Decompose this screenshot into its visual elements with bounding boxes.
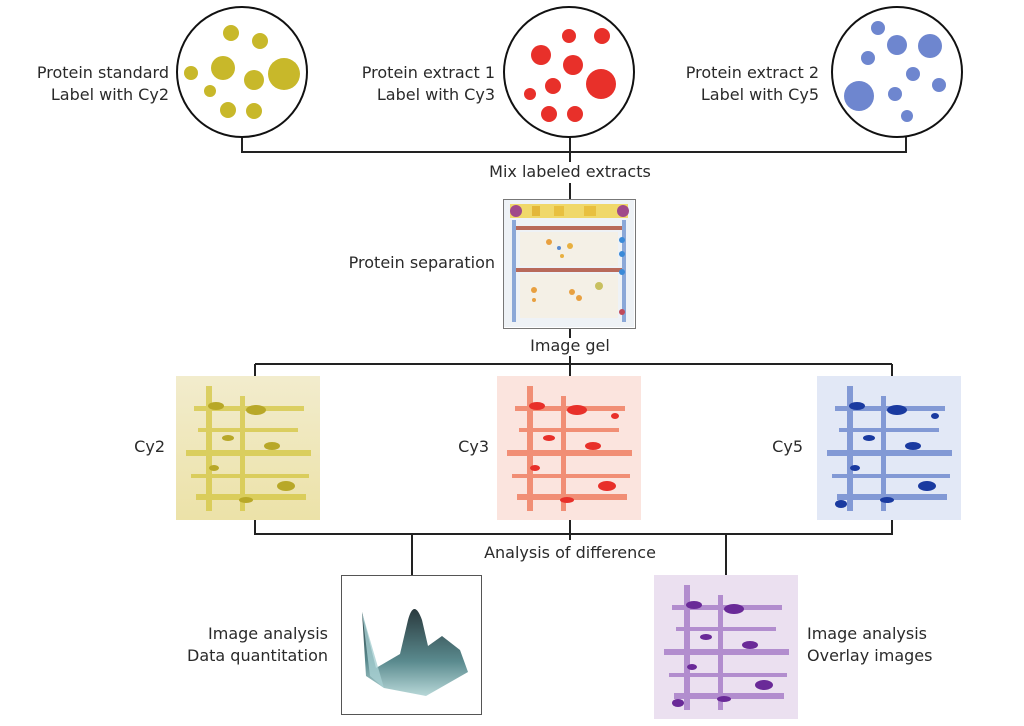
protein-extract-2-label: Protein extract 2 Label with Cy5 bbox=[686, 62, 819, 106]
cy3-gel-scan bbox=[497, 376, 641, 520]
cy3-scan-image bbox=[497, 376, 641, 520]
output-subtitle: Overlay images bbox=[807, 646, 933, 665]
protein-extract-2-sample bbox=[831, 6, 963, 138]
cy2-scan-image bbox=[176, 376, 320, 520]
sample-dye: Label with Cy3 bbox=[376, 85, 495, 104]
sample-name: Protein standard bbox=[36, 63, 169, 82]
cy3-label: Cy3 bbox=[458, 437, 489, 456]
mix-step-label: Mix labeled extracts bbox=[489, 162, 651, 181]
overlay-gel-scan bbox=[654, 575, 798, 719]
output-subtitle: Data quantitation bbox=[187, 646, 328, 665]
output-title: Image analysis bbox=[208, 624, 328, 643]
3d-surface-plot bbox=[362, 609, 468, 696]
cy2-label: Cy2 bbox=[134, 437, 165, 456]
cy5-label: Cy5 bbox=[772, 437, 803, 456]
analysis-of-difference-label: Analysis of difference bbox=[484, 543, 656, 562]
data-quantitation-image bbox=[341, 575, 482, 715]
overlay-image bbox=[654, 575, 798, 719]
protein-extract-1-sample bbox=[503, 6, 635, 138]
sample-dye: Label with Cy2 bbox=[50, 85, 169, 104]
overlay-images-label: Image analysis Overlay images bbox=[807, 623, 932, 667]
gel-illustration bbox=[504, 200, 634, 327]
data-quantitation-label: Image analysis Data quantitation bbox=[187, 623, 328, 667]
cy2-gel-scan bbox=[176, 376, 320, 520]
gel-apparatus-image bbox=[503, 199, 636, 329]
cy2-spots bbox=[184, 25, 300, 119]
cy5-scan-image bbox=[817, 376, 961, 520]
protein-extract-1-label: Protein extract 1 Label with Cy3 bbox=[362, 62, 495, 106]
image-gel-label: Image gel bbox=[530, 336, 610, 355]
sample-name: Protein extract 1 bbox=[361, 63, 495, 82]
cy5-gel-scan bbox=[817, 376, 961, 520]
protein-standard-label: Protein standard Label with Cy2 bbox=[37, 62, 169, 106]
cy5-spots bbox=[844, 21, 946, 122]
output-title: Image analysis bbox=[807, 624, 927, 643]
cy3-spots bbox=[524, 28, 616, 122]
protein-standard-sample bbox=[176, 6, 308, 138]
separation-step-label: Protein separation bbox=[348, 253, 495, 272]
sample-name: Protein extract 2 bbox=[685, 63, 819, 82]
sample-dye: Label with Cy5 bbox=[700, 85, 819, 104]
